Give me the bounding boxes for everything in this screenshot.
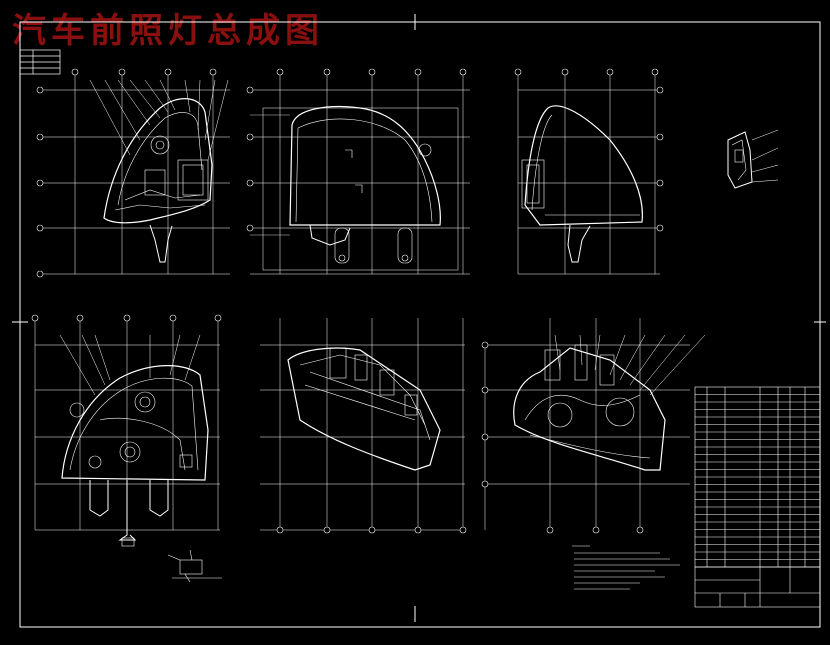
rear-view [31,314,222,547]
section-view-right [481,318,706,534]
lamp-outline [287,347,441,471]
front-view-top-left [36,68,230,278]
technical-notes [572,545,680,590]
grid-lines [34,318,220,531]
top-view [246,68,470,275]
grid-bubbles [36,68,217,278]
side-view [514,68,664,275]
top-left-table [19,49,61,75]
lamp-outline [524,105,643,226]
grid-lines [260,318,465,531]
parts-list-rows [695,394,820,560]
detail-view-small [727,129,779,189]
lamp-outline [103,98,213,224]
title-block [694,566,821,608]
border-center-marks [12,14,826,622]
drawing-title: 汽车前照灯总成图 [12,11,324,51]
grid-lines [484,318,690,530]
lamp-outline [289,106,441,226]
drawing-border [19,21,821,628]
lamp-outline [61,365,209,481]
detail-view-bottom [167,549,222,583]
grid-lines [250,72,470,275]
lamp-outline [513,347,666,471]
grid-lines [40,72,230,275]
section-view-middle [260,318,467,534]
